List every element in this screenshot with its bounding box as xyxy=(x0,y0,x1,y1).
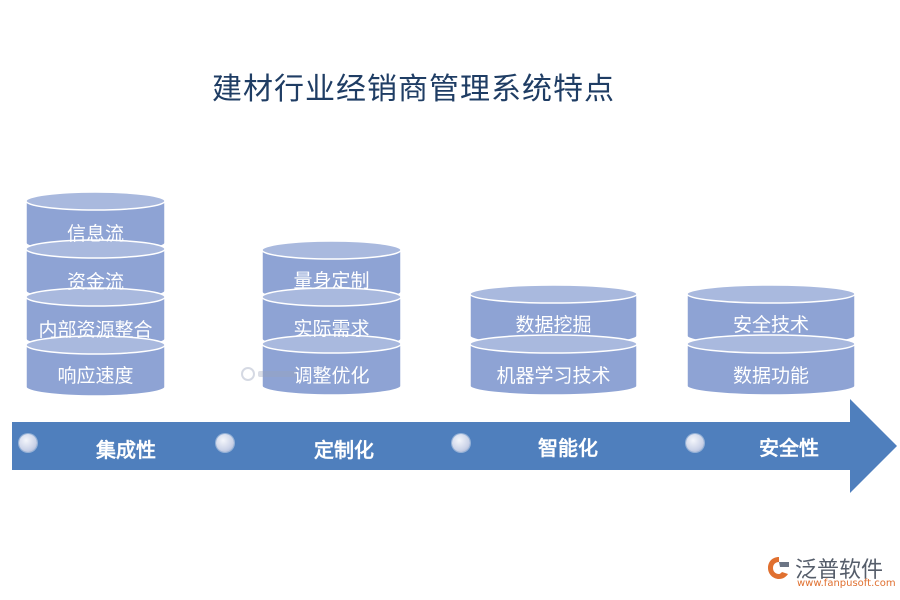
disk-label-adjust-optimize: 调整优化 xyxy=(293,365,370,387)
step-label-security: 安全性 xyxy=(759,436,819,460)
disk-label-capital-flow: 资金流 xyxy=(66,271,124,293)
fanpu-logo-icon xyxy=(768,557,789,579)
disk-label-info-flow: 信息流 xyxy=(66,223,124,245)
disk-label-machine-learning: 机器学习技术 xyxy=(496,365,611,387)
fanpu-watermark xyxy=(240,365,300,383)
step-label-intelligence: 智能化 xyxy=(538,436,598,460)
disk-item xyxy=(261,334,402,396)
timeline-dot-4 xyxy=(686,434,704,452)
step-label-customization: 定制化 xyxy=(314,438,374,462)
disk-label-response-speed: 响应速度 xyxy=(57,365,134,387)
timeline-dot-3 xyxy=(452,434,470,452)
cylinder-stack-customization: 量身定制 实际需求 调整优化 xyxy=(261,240,402,400)
disk-label-tailored: 量身定制 xyxy=(293,270,370,292)
disk-label-security-tech: 安全技术 xyxy=(732,314,809,336)
disk-label-data-function: 数据功能 xyxy=(732,365,809,387)
disk-item xyxy=(469,334,638,396)
timeline-dot-1 xyxy=(19,434,37,452)
cylinder-stack-intelligence: 数据挖掘 机器学习技术 xyxy=(469,284,638,400)
disk-item xyxy=(686,284,856,346)
disk-item xyxy=(25,335,166,397)
disk-item xyxy=(469,284,638,346)
disk-item xyxy=(261,287,402,349)
timeline-dot-2 xyxy=(216,434,234,452)
logo-name: 泛普软件 xyxy=(795,558,884,583)
page-title: 建材行业经销商管理系统特点 xyxy=(212,72,615,107)
disk-label-data-mining: 数据挖掘 xyxy=(515,314,592,336)
disk-label-actual-needs: 实际需求 xyxy=(293,318,370,340)
cylinder-stack-integration: 信息流 资金流 内部资源整合 响应速度 xyxy=(25,191,166,401)
fanpu-watermark-icon xyxy=(241,367,296,381)
step-label-integration: 集成性 xyxy=(96,438,156,462)
disk-item xyxy=(686,334,856,396)
cylinder-stack-security: 安全技术 数据功能 xyxy=(686,284,856,400)
disk-item xyxy=(261,240,402,302)
fanpu-logo: 泛普软件 www.fanpusoft.com xyxy=(765,552,896,592)
disk-label-resource-integration: 内部资源整合 xyxy=(38,319,153,341)
logo-url: www.fanpusoft.com xyxy=(797,578,896,589)
disk-item xyxy=(25,191,166,253)
